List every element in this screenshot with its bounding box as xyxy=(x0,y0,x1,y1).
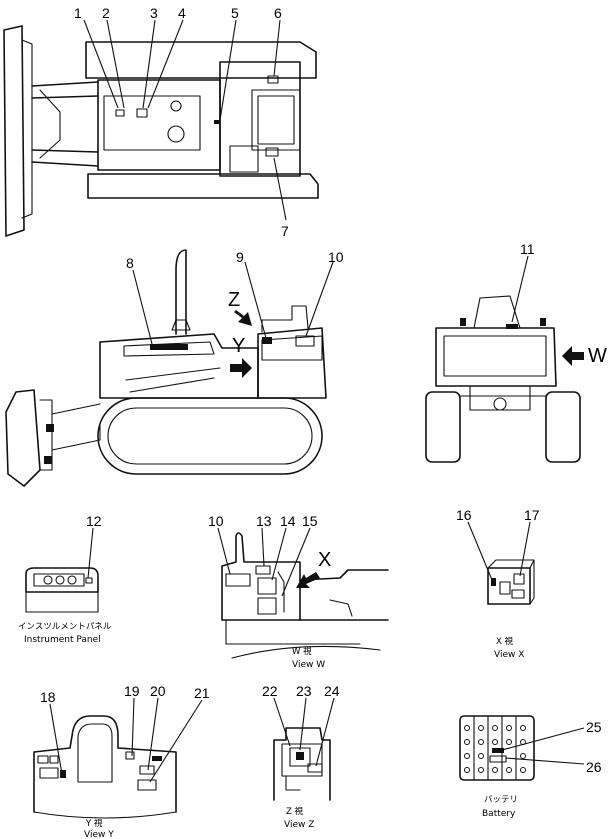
callout-20: 20 xyxy=(150,683,166,699)
view-x-drawing xyxy=(487,559,535,605)
view-letter-x: X xyxy=(318,549,331,571)
caption-battery-en: Battery xyxy=(482,809,516,819)
side-view-drawing xyxy=(5,249,327,487)
callout-15: 15 xyxy=(302,513,318,529)
view-z-drawing xyxy=(273,727,331,801)
top-view-drawing xyxy=(3,25,319,237)
callout-2: 2 xyxy=(102,5,110,21)
callout-7: 7 xyxy=(281,223,289,239)
view-letter-w: W xyxy=(588,345,607,367)
arrow-w-icon xyxy=(562,346,584,366)
view-letter-z: Z xyxy=(228,289,240,311)
callout-25: 25 xyxy=(586,719,602,735)
callout-13: 13 xyxy=(256,513,272,529)
callout-22: 22 xyxy=(262,683,278,699)
callout-1: 1 xyxy=(74,5,82,21)
view-y-drawing xyxy=(33,715,177,819)
callout-24: 24 xyxy=(324,683,340,699)
arrow-y-icon xyxy=(230,358,252,378)
callout-6: 6 xyxy=(274,5,282,21)
caption-view-w-jp: W 視 xyxy=(292,646,312,657)
callout-10: 10 xyxy=(328,249,344,265)
instrument-panel-drawing xyxy=(25,567,99,613)
callout-26: 26 xyxy=(586,759,602,775)
caption-view-z-en: View Z xyxy=(284,820,314,830)
callout-16: 16 xyxy=(456,507,472,523)
callout-12: 12 xyxy=(86,513,102,529)
callout-17: 17 xyxy=(524,507,540,523)
callout-14: 14 xyxy=(280,513,296,529)
caption-instrument-panel-jp: インスツルメントパネル xyxy=(18,622,112,632)
callout-9: 9 xyxy=(236,249,244,265)
caption-view-y-jp: Y 視 xyxy=(85,818,103,829)
caption-view-x-jp: X 視 xyxy=(496,636,514,647)
caption-battery-jp: バッテリ xyxy=(484,795,518,805)
callout-23: 23 xyxy=(296,683,312,699)
rear-view-drawing xyxy=(425,295,581,463)
arrow-z-icon xyxy=(234,310,252,326)
callout-10b: 10 xyxy=(208,513,224,529)
caption-view-y-en: View Y xyxy=(84,830,114,839)
caption-view-x-en: View X xyxy=(494,650,524,660)
callout-19: 19 xyxy=(124,683,140,699)
callout-18: 18 xyxy=(40,689,56,705)
view-letter-y: Y xyxy=(232,335,245,357)
callout-8: 8 xyxy=(126,255,134,271)
callout-3: 3 xyxy=(150,5,158,21)
view-w-drawing xyxy=(221,532,389,659)
battery-drawing xyxy=(459,715,535,781)
callout-21: 21 xyxy=(194,685,210,701)
arrow-x-icon xyxy=(296,572,320,588)
caption-instrument-panel-en: Instrument Panel xyxy=(24,635,101,645)
callout-11: 11 xyxy=(520,241,535,257)
callout-5: 5 xyxy=(231,5,239,21)
caption-view-z-jp: Z 視 xyxy=(286,806,304,817)
caption-view-w-en: View W xyxy=(292,660,325,670)
callout-4: 4 xyxy=(178,5,186,21)
